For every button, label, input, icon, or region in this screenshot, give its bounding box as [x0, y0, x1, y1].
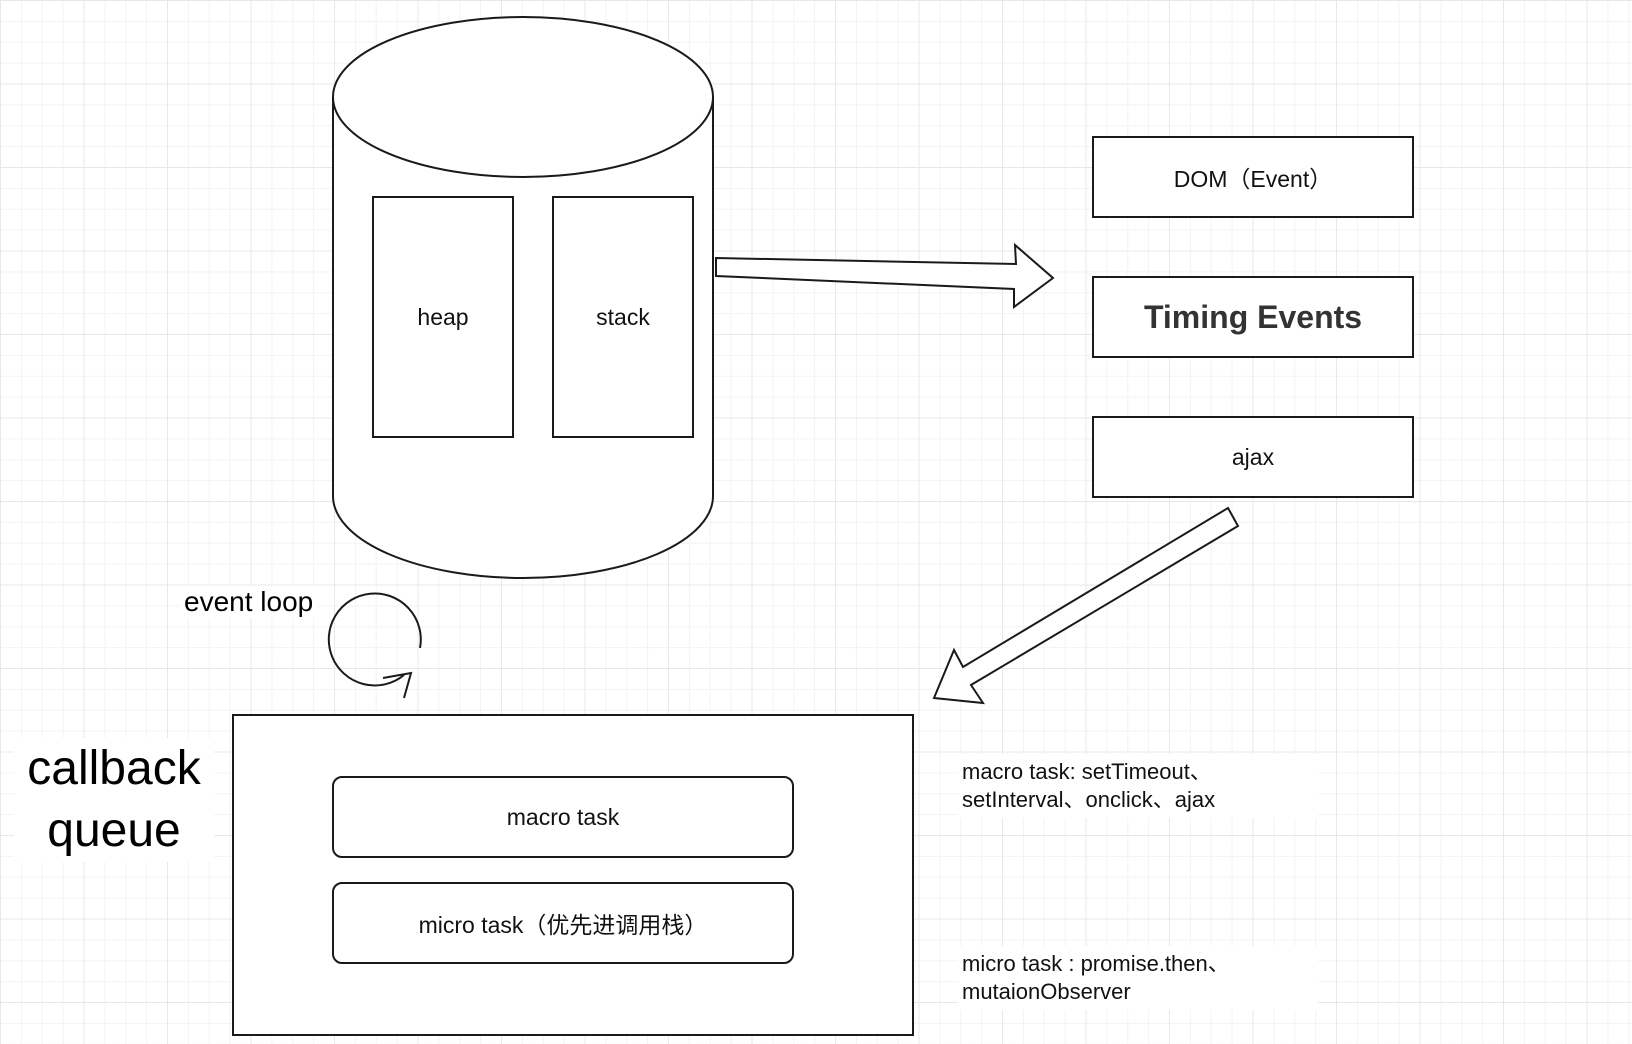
callback-queue-title: callback queue [14, 738, 214, 862]
macro-task-note-line1: macro task: setTimeout、 [962, 759, 1212, 784]
dom-event-box: DOM（Event） [1092, 136, 1414, 218]
micro-task-note-line2: mutaionObserver [962, 979, 1131, 1004]
heap-box: heap [372, 196, 514, 438]
callback-queue-box [232, 714, 914, 1036]
event-loop-arrowhead [382, 671, 413, 699]
macro-task-box: macro task [332, 776, 794, 858]
cylinder-top [332, 16, 714, 178]
timing-events-box: Timing Events [1092, 276, 1414, 358]
timing-events-label: Timing Events [1143, 298, 1363, 335]
dom-event-label: DOM（Event） [1173, 166, 1333, 192]
ajax-box: ajax [1092, 416, 1414, 498]
callback-queue-title-line2: queue [47, 804, 181, 857]
engine-to-sources-arrow [715, 242, 1055, 309]
event-loop-label: event loop [180, 586, 318, 618]
macro-task-note: macro task: setTimeout、 setInterval、oncl… [958, 754, 1318, 818]
micro-task-box: micro task（优先进调用栈） [332, 882, 794, 964]
event-loop-cycle-icon [327, 592, 422, 699]
stack-label: stack [596, 303, 650, 330]
ajax-label: ajax [1231, 443, 1275, 470]
micro-task-note-line1: micro task : promise.then、 [962, 951, 1230, 976]
heap-label: heap [417, 303, 469, 330]
stack-box: stack [552, 196, 694, 438]
macro-task-note-line2: setInterval、onclick、ajax [962, 787, 1216, 812]
micro-task-note: micro task : promise.then、 mutaionObserv… [958, 946, 1318, 1010]
macro-task-label: macro task [506, 803, 620, 830]
event-loop-arc [327, 592, 422, 687]
callback-queue-title-line1: callback [27, 742, 201, 795]
micro-task-label: micro task（优先进调用栈） [418, 912, 708, 938]
sources-to-queue-arrow [932, 506, 1240, 705]
